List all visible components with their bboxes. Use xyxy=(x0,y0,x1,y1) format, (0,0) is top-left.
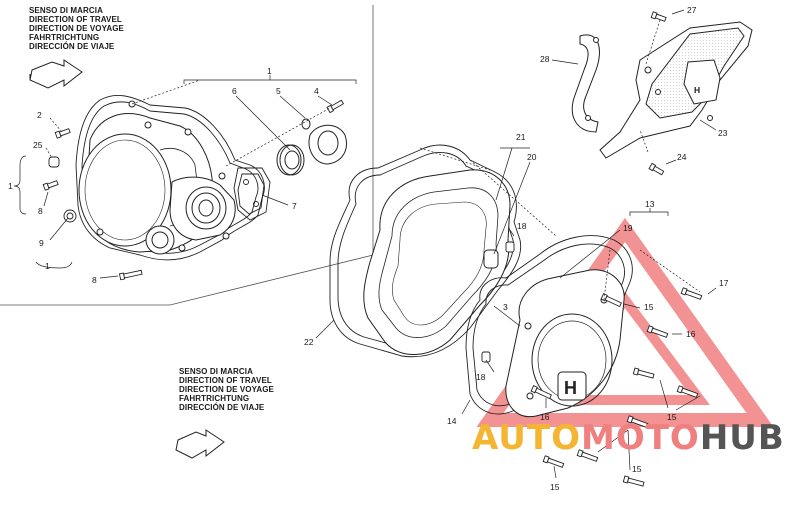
callout-15: 15 xyxy=(667,412,677,422)
right-bolts xyxy=(530,287,703,487)
direction-text-line: SENSO DI MARCIA xyxy=(179,367,253,376)
callout-21: 21 xyxy=(516,132,526,142)
right-leaders xyxy=(461,208,717,479)
callout-6: 6 xyxy=(232,86,237,96)
callout-4: 4 xyxy=(314,86,319,96)
direction-text-line: FAHRTRICHTUNG xyxy=(179,394,250,403)
direction-text-top: SENSO DI MARCIA DIRECTION OF TRAVEL DIRE… xyxy=(29,6,124,51)
clutch-cover xyxy=(78,100,236,255)
filter-cap xyxy=(308,124,347,165)
watermark-part-auto: AUTO xyxy=(472,418,581,458)
direction-text-line: SENSO DI MARCIA xyxy=(29,6,103,15)
callout-24: 24 xyxy=(677,152,687,162)
callout-20: 20 xyxy=(527,152,537,162)
guard-leaders xyxy=(551,9,717,165)
guard-bolts xyxy=(648,11,667,176)
callout-16: 16 xyxy=(540,412,550,422)
callout-9: 9 xyxy=(39,238,44,248)
direction-text-bottom: SENSO DI MARCIA DIRECTION OF TRAVEL DIRE… xyxy=(179,367,274,412)
callout-18: 18 xyxy=(517,221,527,231)
callout-8: 8 xyxy=(38,206,43,216)
ignition-cover xyxy=(505,269,625,418)
water-pump-gasket xyxy=(233,167,271,221)
callout-1: 1 xyxy=(45,261,50,271)
direction-arrow-bottom xyxy=(175,429,225,459)
callout-27: 27 xyxy=(687,5,697,15)
callout-18: 18 xyxy=(476,372,486,382)
callout-16: 16 xyxy=(686,329,696,339)
dowel-pins-mid xyxy=(481,241,515,363)
callout-7: 7 xyxy=(292,201,297,211)
callout-3: 3 xyxy=(503,302,508,312)
ignition-cover-gasket xyxy=(329,144,522,358)
callout-15: 15 xyxy=(644,302,654,312)
direction-text-line: DIRECTION OF TRAVEL xyxy=(29,15,122,24)
callout-28: 28 xyxy=(540,54,550,64)
direction-text-line: DIRECTION DE VOYAGE xyxy=(29,24,124,33)
callout-13: 13 xyxy=(645,199,655,209)
callout-labels: 1 2 25 1 8 9 1 8 6 5 4 7 27 28 23 24 21 … xyxy=(8,5,729,492)
callout-2: 2 xyxy=(37,110,42,120)
chain-guard xyxy=(571,21,753,159)
oil-seal xyxy=(276,144,305,176)
section-frame xyxy=(0,5,374,306)
callout-1: 1 xyxy=(8,181,13,191)
direction-text-line: DIRECCIÓN DE VIAJE xyxy=(179,403,265,412)
o-ring xyxy=(301,118,311,130)
direction-text-line: FAHRTRICHTUNG xyxy=(29,33,100,42)
direction-text-line: DIRECCIÓN DE VIAJE xyxy=(29,42,115,51)
callout-15: 15 xyxy=(632,464,642,474)
callout-22: 22 xyxy=(304,337,314,347)
logo-letter-top: H xyxy=(694,85,700,95)
callout-14: 14 xyxy=(447,416,457,426)
callout-23: 23 xyxy=(718,128,728,138)
direction-text-line: DIRECTION OF TRAVEL xyxy=(179,376,272,385)
callout-25: 25 xyxy=(33,140,43,150)
callout-1: 1 xyxy=(267,66,272,76)
callout-17: 17 xyxy=(719,278,729,288)
callout-15: 15 xyxy=(550,482,560,492)
callout-19: 19 xyxy=(623,223,633,233)
mid-leaders xyxy=(315,147,557,339)
left-leaders xyxy=(13,75,357,279)
callout-8: 8 xyxy=(92,275,97,285)
direction-arrow-top xyxy=(29,59,83,89)
watermark-part-moto: MOTO xyxy=(580,418,700,458)
logo-letter-bottom: H xyxy=(564,378,577,398)
watermark-text: AUTOMOTOHUB xyxy=(472,418,785,458)
watermark-part-hub: HUB xyxy=(699,418,785,458)
callout-5: 5 xyxy=(276,86,281,96)
direction-text-line: DIRECTION DE VOYAGE xyxy=(179,385,274,394)
inner-cover xyxy=(363,169,511,355)
